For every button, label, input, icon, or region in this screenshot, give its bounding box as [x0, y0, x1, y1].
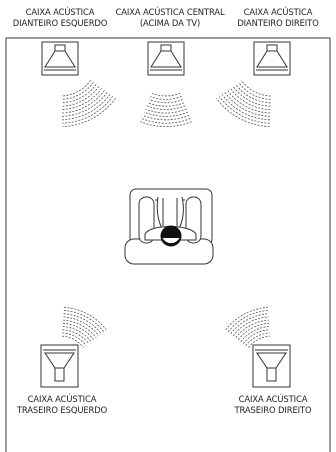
- rear-right-label: CAIXA ACÚSTICA TRASEIRO DIREITO: [225, 394, 321, 415]
- rear-left-label-line1: CAIXA ACÚSTICA: [27, 394, 97, 404]
- sound-wave-arc: [63, 313, 102, 334]
- front-left-label: CAIXA ACÚSTICA DIANTEIRO ESQUERDO: [2, 7, 118, 28]
- sound-wave-arc: [61, 84, 97, 104]
- sound-wave-arc: [62, 326, 92, 342]
- sound-waves: [61, 80, 271, 348]
- sound-wave-arc: [149, 99, 183, 104]
- sound-wave-arc: [140, 121, 192, 127]
- sound-wave-arc: [62, 329, 90, 344]
- sound-wave-arc: [63, 319, 97, 338]
- sound-wave-arc: [240, 80, 271, 97]
- sound-wave-arc: [216, 98, 270, 127]
- sound-wave-arc: [63, 316, 100, 336]
- listener-icon: [124, 188, 214, 265]
- sound-wave-arc: [235, 319, 269, 338]
- sound-wave-arc: [62, 94, 111, 121]
- sound-wave-arc: [227, 90, 271, 114]
- sound-wave-arc: [227, 310, 269, 333]
- sound-wave-arc: [61, 86, 100, 107]
- sound-wave-arc: [225, 306, 268, 331]
- sound-wave-arc: [230, 313, 269, 334]
- sound-wave-arc: [232, 316, 269, 336]
- sound-wave-arc: [145, 108, 187, 114]
- sound-wave-arc: [245, 332, 270, 346]
- sound-wave-arc: [248, 335, 270, 348]
- sound-wave-arc: [240, 326, 270, 342]
- sound-wave-arc: [62, 332, 87, 346]
- front-right-wave: [216, 80, 271, 127]
- sound-wave-arc: [237, 322, 270, 340]
- rear-right-speaker-icon: [252, 344, 291, 388]
- front-left-wave: [61, 80, 116, 127]
- room-walls: [5, 37, 331, 452]
- sound-wave-arc: [150, 96, 182, 100]
- sound-wave-arc: [62, 98, 116, 127]
- sound-wave-arc: [142, 114, 190, 121]
- front-center-wave: [140, 92, 192, 127]
- sound-wave-arc: [62, 322, 95, 340]
- front-right-label-line1: CAIXA ACÚSTICA: [243, 7, 313, 17]
- sound-wave-arc: [229, 88, 271, 110]
- sound-wave-arc: [64, 306, 107, 331]
- sound-wave-arc: [151, 92, 181, 97]
- rear-right-label-line1: CAIXA ACÚSTICA: [238, 394, 308, 404]
- front-left-label-line2: DIANTEIRO ESQUERDO: [12, 17, 108, 28]
- sound-wave-arc: [242, 329, 270, 344]
- front-center-label: CAIXA ACÚSTICA CENTRAL (ACIMA DA TV): [112, 7, 228, 28]
- rear-left-speaker-icon: [40, 344, 79, 388]
- rear-right-wave: [225, 306, 270, 348]
- front-center-label-line2: (ACIMA DA TV): [139, 17, 201, 28]
- sound-wave-arc: [61, 88, 103, 110]
- sound-wave-arc: [61, 80, 92, 97]
- sound-wave-arc: [224, 92, 271, 117]
- sound-wave-arc: [62, 335, 84, 348]
- rear-left-label-line2: TRASEIRO ESQUERDO: [16, 404, 108, 415]
- rear-right-label-line2: TRASEIRO DIREITO: [234, 404, 312, 415]
- front-left-label-line1: CAIXA ACÚSTICA: [25, 7, 95, 17]
- sound-wave-arc: [63, 310, 105, 333]
- sound-wave-arc: [221, 94, 270, 121]
- sound-wave-arc: [141, 118, 191, 124]
- sound-wave-arc: [232, 86, 271, 107]
- front-center-speaker-icon: [147, 41, 185, 76]
- sound-wave-arc: [238, 82, 271, 100]
- sound-wave-arc: [143, 111, 189, 117]
- sound-wave-arc: [61, 92, 108, 117]
- rear-left-label: CAIXA ACÚSTICA TRASEIRO ESQUERDO: [14, 394, 110, 415]
- sound-wave-arc: [235, 84, 271, 104]
- front-center-label-line1: CAIXA ACÚSTICA CENTRAL: [115, 7, 225, 17]
- front-right-label-line2: DIANTEIRO DIREITO: [237, 17, 319, 28]
- front-right-speaker-icon: [253, 41, 291, 76]
- rear-left-wave: [62, 306, 107, 348]
- sound-wave-arc: [147, 102, 185, 107]
- sound-wave-arc: [61, 90, 105, 114]
- front-left-speaker-icon: [41, 41, 79, 76]
- sound-wave-arc: [61, 82, 94, 100]
- front-right-label: CAIXA ACÚSTICA DIANTEIRO DIREITO: [222, 7, 334, 28]
